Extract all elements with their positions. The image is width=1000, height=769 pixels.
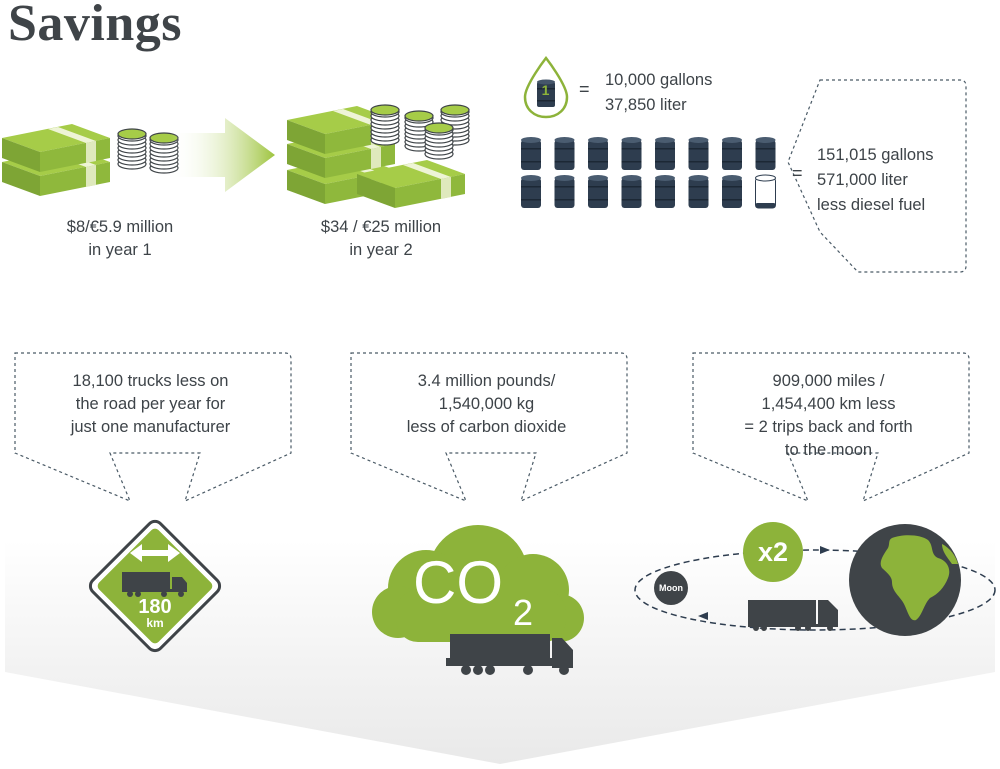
- year2-amount: $34 / €25 million: [320, 218, 442, 236]
- trucks-line-3: just one manufacturer: [70, 418, 231, 436]
- trucks-speech-bubble: [14, 352, 292, 503]
- orbit-arrow-left-icon: [698, 612, 708, 620]
- year1-savings: $8/€5.9 million in year 1: [30, 216, 210, 262]
- coin-stack-icon: [117, 128, 147, 170]
- total-gallons: 151,015 gallons: [817, 146, 934, 164]
- co2-truck-icon: [446, 634, 573, 675]
- unit-gallons: 10,000 gallons: [605, 71, 713, 89]
- co2-line-2: 1,540,000 kg: [438, 395, 535, 413]
- barrel-grid-icon: [521, 137, 776, 209]
- fuel-barrel: [521, 137, 541, 170]
- co2-cloud-icon: [372, 525, 584, 675]
- moon-line-4: to the moon: [784, 441, 873, 459]
- unit-amount: 10,000 gallons 37,850 liter: [605, 68, 712, 118]
- moon-speech-bubble: [692, 352, 970, 503]
- fuel-speech-bubble: [787, 79, 967, 273]
- coin-stack-icon: [424, 122, 454, 160]
- unit-barrel-label: 1: [541, 82, 550, 98]
- cash-stack-year2-icon: [287, 104, 470, 208]
- year2-label: in year 2: [349, 241, 413, 259]
- unit-liters: 37,850 liter: [605, 96, 687, 114]
- year1-label: in year 1: [88, 241, 152, 259]
- cash-bundle-icon: [357, 160, 465, 208]
- trucks-saved-text: 18,100 trucks less on the road per year …: [10, 370, 291, 439]
- moon-label: Moon: [659, 583, 683, 593]
- fuel-barrel: [554, 137, 575, 170]
- coin-stack-icon: [370, 104, 400, 146]
- co2-speech-bubble: [350, 352, 628, 503]
- co2-cloud-label: CO: [413, 549, 503, 616]
- co2-line-3: less of carbon dioxide: [406, 418, 567, 436]
- fuel-barrel: [688, 137, 709, 170]
- equals-sign: =: [579, 79, 590, 99]
- moon-line-1: 909,000 miles /: [772, 372, 885, 390]
- sign-distance-unit: km: [146, 616, 164, 630]
- road-sign-icon: [88, 519, 222, 653]
- fuel-barrel: [722, 175, 742, 208]
- moon-line-2: 1,454,400 km less: [761, 395, 896, 413]
- fuel-barrel: [521, 175, 541, 208]
- growth-arrow-icon: [170, 118, 275, 192]
- fuel-barrel: [621, 175, 642, 208]
- cash-bundle-icon: [2, 124, 110, 172]
- co2-saved-text: 3.4 million pounds/ 1,540,000 kg less of…: [346, 370, 627, 439]
- fuel-barrel: [722, 137, 742, 170]
- earth-icon: [849, 524, 961, 636]
- orbit-truck-icon: [748, 600, 838, 631]
- moon-line-3: = 2 trips back and forth: [744, 418, 913, 436]
- trucks-line-2: the road per year for: [75, 395, 226, 413]
- truck-icon: [122, 572, 187, 597]
- fuel-barrel: [655, 175, 675, 208]
- year2-savings: $34 / €25 million in year 2: [286, 216, 476, 262]
- total-liters: 571,000 liter: [817, 171, 908, 189]
- page-title: Savings: [8, 0, 183, 52]
- total-fuel-saved: 151,015 gallons 571,000 liter less diese…: [817, 143, 934, 218]
- co2-subscript: 2: [513, 592, 534, 633]
- year1-amount: $8/€5.9 million: [66, 218, 174, 236]
- orbit-arrow-right-icon: [820, 546, 830, 554]
- total-fuel-label: less diesel fuel: [817, 196, 926, 214]
- moon-icon: [654, 571, 688, 605]
- multiplier-label: x2: [757, 537, 789, 567]
- cash-stack-year1-icon: [2, 124, 179, 196]
- fuel-barrel: [554, 175, 575, 208]
- fuel-barrel: [755, 174, 776, 209]
- earth-moon-orbit-icon: [634, 522, 996, 636]
- fuel-barrel: [588, 137, 608, 170]
- double-arrow-icon: [130, 544, 180, 562]
- moon-distance-text: 909,000 miles / 1,454,400 km less = 2 tr…: [688, 370, 969, 462]
- trucks-line-1: 18,100 trucks less on: [72, 372, 229, 390]
- fuel-barrel: [755, 137, 776, 170]
- fuel-barrel: [621, 137, 642, 170]
- oil-drop-icon: [523, 55, 569, 119]
- multiplier-badge: [743, 522, 803, 582]
- sign-distance-value: 180: [138, 596, 172, 618]
- co2-line-1: 3.4 million pounds/: [417, 372, 556, 390]
- fuel-barrel: [688, 175, 709, 208]
- fuel-barrel: [655, 137, 675, 170]
- fuel-barrel: [588, 175, 608, 208]
- equals-sign-2: =: [792, 163, 803, 183]
